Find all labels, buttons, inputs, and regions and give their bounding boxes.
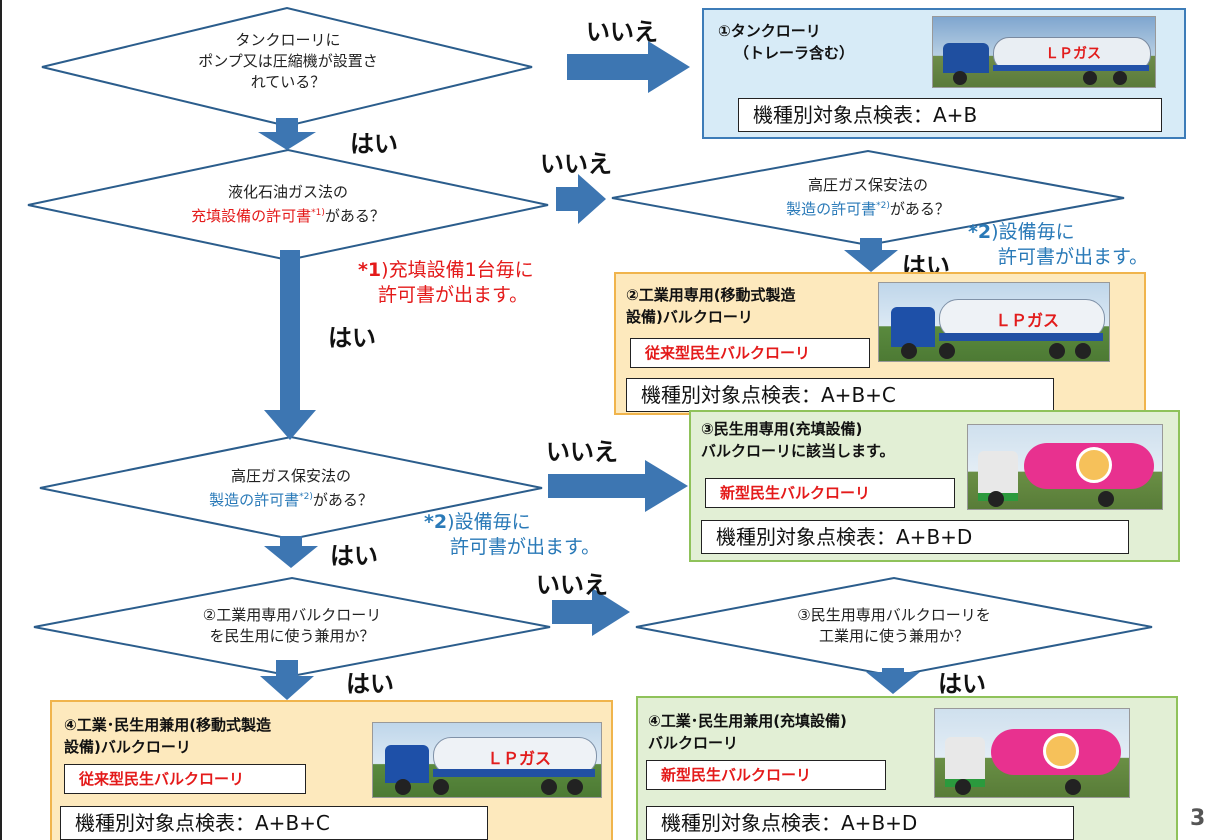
result-box-consumer-bulk: ③民生用専用(充填設備) バルクローリに該当します。 新型民生バルクローリ 機種…	[689, 410, 1180, 562]
arrow-yes-1	[258, 118, 316, 150]
box3-check-table: 機種別対象点検表：A+B+D	[701, 520, 1129, 554]
box2-type-tag: 従来型民生バルクローリ	[630, 338, 870, 368]
note-3: *2)設備毎に 許可書が出ます。	[424, 511, 601, 558]
truck-lp-text: ＬＰガス	[487, 749, 552, 768]
decision-diamond-1	[41, 6, 533, 128]
arrow-no-1	[567, 41, 690, 93]
arrow-no-2	[556, 174, 606, 224]
decision-diamond-4	[39, 435, 543, 541]
result-box-industrial-bulk: ②工業用専用(移動式製造 設備)バルクローリ ＬＰガス 従来型民生バルクローリ …	[614, 272, 1146, 415]
tank-lorry-photo: ＬＰガス	[932, 16, 1156, 88]
box5-check-table: 機種別対象点検表：A+B+D	[646, 806, 1074, 840]
truck-lp-text: ＬＰガス	[995, 311, 1060, 330]
no-label-2: いいえ	[540, 150, 612, 178]
decision-diamond-2	[27, 148, 549, 262]
box1-check-table: 機種別対象点検表：A+B	[738, 98, 1162, 132]
note-2: *2)設備毎に 許可書が出ます。	[968, 221, 1149, 268]
decision-3-text: 高圧ガス保安法の 製造の許可書*2)がある？	[786, 176, 950, 218]
box3-type-tag: 新型民生バルクローリ	[705, 478, 955, 508]
box3-title: ③民生用専用(充填設備) バルクローリに該当します。	[701, 420, 895, 460]
arrow-yes-5	[260, 660, 314, 700]
decision-2-text: 液化石油ガス法の 充填設備の許可書*1)がある？	[191, 183, 385, 225]
yes-label-1: はい	[350, 130, 398, 158]
yes-label-4: はい	[330, 542, 378, 570]
yes-label-5: はい	[346, 670, 394, 698]
dual-filling-photo	[934, 708, 1130, 798]
box1-title: ①タンクローリ （トレーラ含む）	[718, 22, 855, 62]
no-label-3: いいえ	[546, 438, 618, 466]
dual-mobile-photo: ＬＰガス	[372, 722, 602, 798]
consumer-bulk-photo	[967, 424, 1163, 510]
decision-diamond-6	[635, 576, 1153, 678]
result-box-tank-lorry: ①タンクローリ （トレーラ含む） ＬＰガス 機種別対象点検表：A+B	[702, 8, 1186, 139]
industrial-bulk-photo: ＬＰガス	[878, 282, 1110, 362]
arrow-yes-2	[264, 250, 316, 440]
result-box-dual-filling: ④工業･民生用兼用(充填設備) バルクローリ 新型民生バルクローリ 機種別対象点…	[636, 696, 1178, 840]
decision-diamond-5	[33, 576, 551, 678]
decision-diamond-3	[611, 149, 1125, 247]
arrow-no-3	[548, 460, 688, 512]
arrow-yes-4	[264, 536, 318, 568]
decision-6-text: ③民生用専用バルクローリを 工業用に使う兼用か？	[797, 606, 991, 645]
decision-1-text: タンクローリに ポンプ又は圧縮機が設置さ れている？	[198, 31, 378, 91]
box5-title: ④工業･民生用兼用(充填設備) バルクローリ	[648, 712, 847, 752]
yes-label-2: はい	[328, 324, 376, 352]
arrow-yes-3	[844, 238, 898, 272]
decision-4-text: 高圧ガス保安法の 製造の許可書*2)がある？	[209, 467, 373, 509]
box5-type-tag: 新型民生バルクローリ	[646, 760, 886, 790]
page-number: 3	[1190, 806, 1206, 831]
result-box-dual-mobile: ④工業･民生用兼用(移動式製造 設備)バルクローリ ＬＰガス 従来型民生バルクロ…	[50, 700, 613, 840]
note-1: *1)充填設備1台毎に 許可書が出ます。	[358, 259, 534, 306]
truck-lp-text: ＬＰガス	[1045, 46, 1101, 62]
no-label-4: いいえ	[536, 571, 608, 599]
left-edge-line	[0, 0, 2, 840]
arrow-yes-6	[866, 668, 920, 694]
box2-title: ②工業用専用(移動式製造 設備)バルクローリ	[626, 286, 796, 326]
box4-type-tag: 従来型民生バルクローリ	[64, 764, 306, 794]
box4-title: ④工業･民生用兼用(移動式製造 設備)バルクローリ	[64, 716, 272, 756]
decision-5-text: ②工業用専用バルクローリ を民生用に使う兼用か？	[202, 606, 382, 645]
box2-check-table: 機種別対象点検表：A+B+C	[626, 378, 1054, 412]
box4-check-table: 機種別対象点検表：A+B+C	[60, 806, 488, 840]
arrow-no-4	[552, 588, 630, 636]
no-label-1: いいえ	[586, 18, 658, 46]
yes-label-6: はい	[938, 670, 986, 698]
